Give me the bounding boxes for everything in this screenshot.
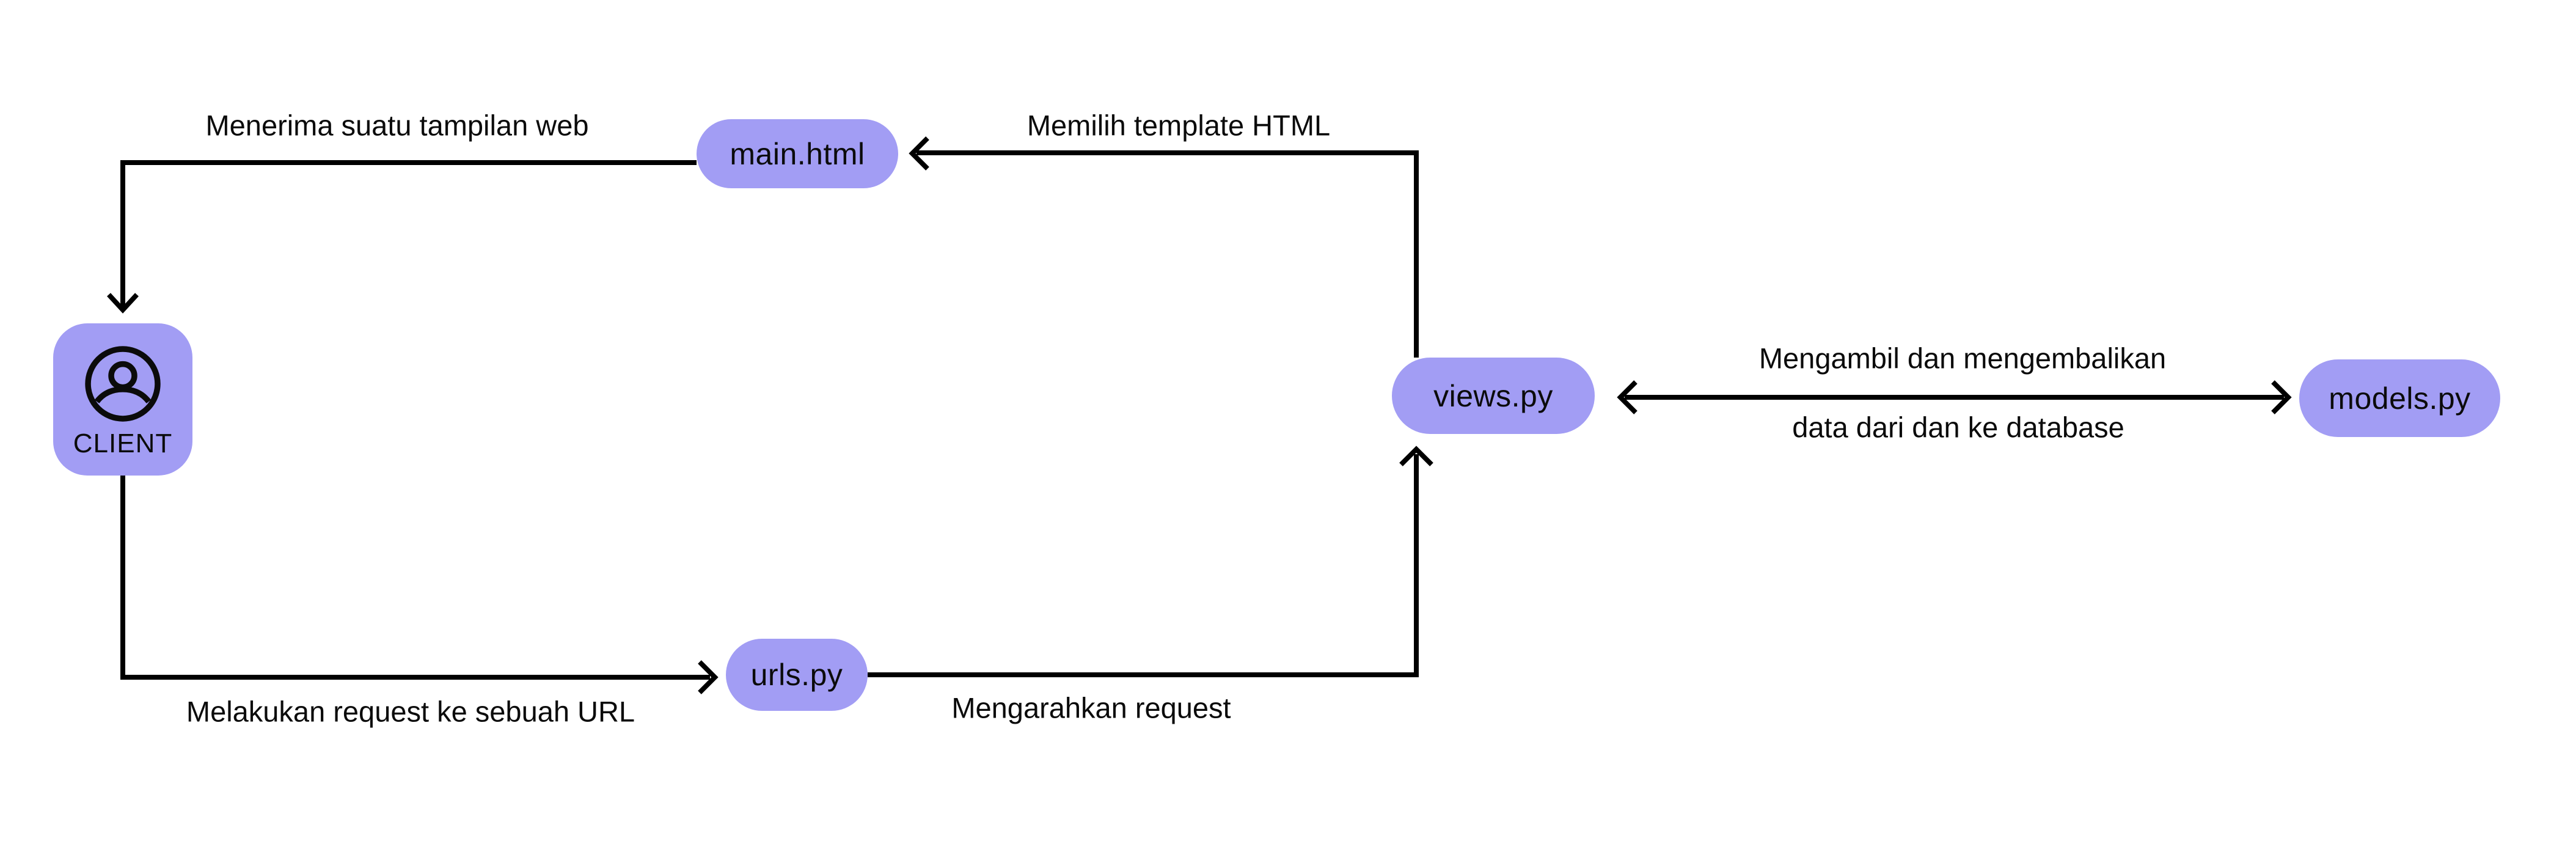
node-client: CLIENT bbox=[53, 323, 192, 476]
user-icon bbox=[85, 346, 161, 422]
node-main-html-label: main.html bbox=[730, 136, 865, 171]
node-client-label: CLIENT bbox=[73, 428, 173, 458]
node-main-html: main.html bbox=[697, 119, 898, 188]
node-urls-py-label: urls.py bbox=[750, 658, 843, 692]
edge-label-database-io-line1: Mengambil dan mengembalikan bbox=[1758, 342, 2167, 375]
node-views-py-label: views.py bbox=[1433, 378, 1553, 413]
arrow-client-to-urlspy bbox=[120, 476, 719, 694]
node-models-py-label: models.py bbox=[2329, 381, 2471, 416]
edge-label-receive-view: Menerima suatu tampilan web bbox=[205, 109, 589, 142]
arrow-urlspy-to-viewspy bbox=[868, 446, 1433, 677]
node-urls-py: urls.py bbox=[726, 639, 868, 711]
edge-label-choose-template: Memilih template HTML bbox=[1026, 109, 1331, 142]
edge-label-database-io-line2: data dari dan ke database bbox=[1792, 411, 2124, 444]
node-models-py: models.py bbox=[2299, 359, 2500, 437]
node-views-py: views.py bbox=[1392, 358, 1595, 434]
arrow-mainhtml-to-client bbox=[107, 160, 697, 314]
edge-label-route-request: Mengarahkan request bbox=[951, 691, 1231, 724]
edge-label-request-url: Melakukan request ke sebuah URL bbox=[186, 695, 635, 728]
arrow-viewspy-modelspy-bidirectional bbox=[1617, 380, 2292, 414]
arrow-viewspy-to-mainhtml bbox=[909, 136, 1419, 358]
